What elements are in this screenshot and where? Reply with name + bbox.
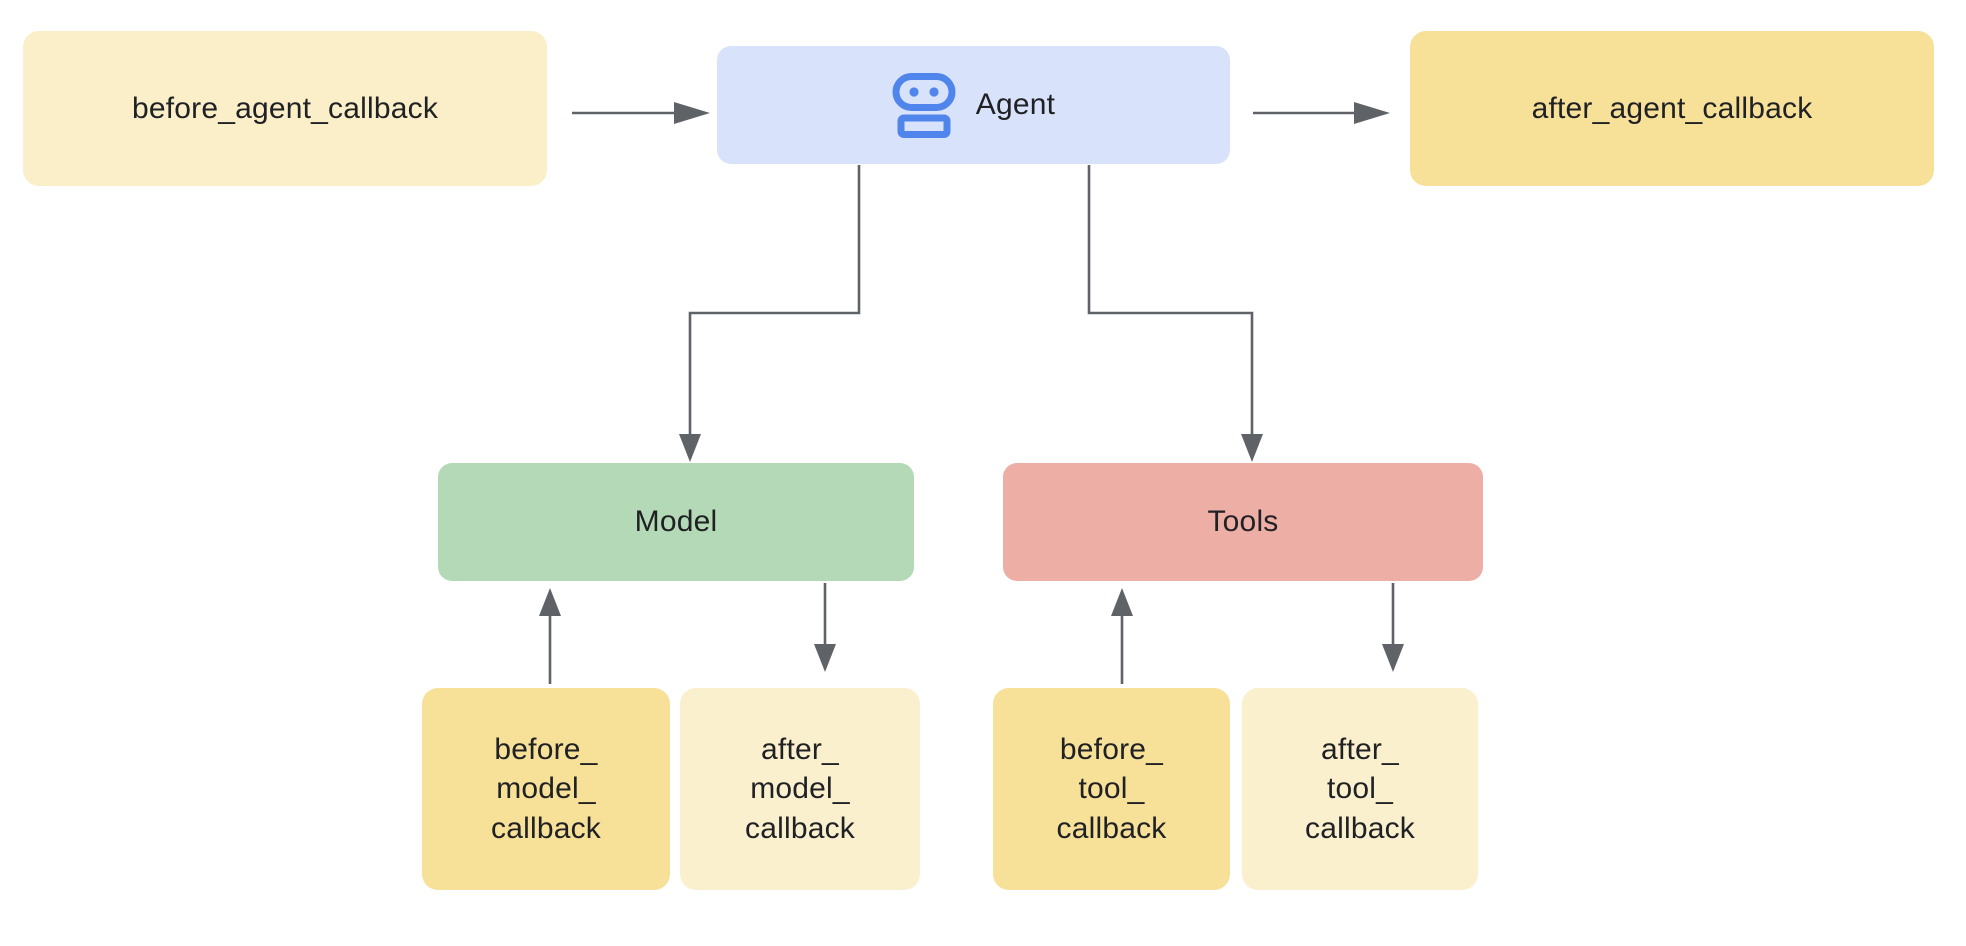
node-after-agent-callback: after_agent_callback	[1410, 31, 1934, 186]
robot-icon	[892, 73, 956, 138]
edge-arrowhead	[1111, 588, 1133, 616]
node-after-model-callback: after_ model_ callback	[680, 688, 920, 890]
node-before-agent-callback: before_agent_callback	[23, 31, 547, 186]
node-before-tool-callback: before_ tool_ callback	[993, 688, 1230, 890]
edge-agent-to-tools	[1087, 165, 1263, 462]
agent-content: Agent	[892, 72, 1055, 138]
edge-arrowhead	[679, 434, 701, 462]
edge-model-to-after-model	[814, 583, 836, 672]
node-label: Agent	[975, 88, 1056, 122]
node-label: before_agent_callback	[131, 91, 439, 125]
node-before-model-callback: before_ model_ callback	[422, 688, 670, 890]
node-tools: Tools	[1003, 463, 1483, 581]
edge-arrowhead	[814, 644, 836, 672]
edge-arrowhead	[674, 102, 710, 124]
edge-before-agent-to-agent	[572, 102, 710, 124]
node-label: Tools	[1207, 505, 1279, 539]
node-label: before_ model_ callback	[491, 732, 601, 845]
edge-arrowhead	[539, 588, 561, 616]
node-model: Model	[438, 463, 914, 581]
node-label: after_ model_ callback	[745, 732, 855, 845]
edge-line	[688, 165, 861, 437]
node-agent: Agent	[717, 46, 1230, 164]
edge-line	[1087, 165, 1254, 437]
edge-tools-to-after-tool	[1382, 583, 1404, 672]
node-label: before_ tool_ callback	[1056, 732, 1167, 845]
edge-arrowhead	[1354, 102, 1390, 124]
edge-arrowhead	[1241, 434, 1263, 462]
node-label: Model	[634, 505, 718, 539]
node-label: after_ tool_ callback	[1305, 732, 1415, 845]
edge-before-tool-to-tools	[1111, 588, 1133, 684]
edge-before-model-to-model	[539, 588, 561, 684]
node-label: after_agent_callback	[1531, 91, 1813, 125]
edge-agent-to-after-agent	[1253, 102, 1390, 124]
edge-agent-to-model	[679, 165, 861, 462]
node-after-tool-callback: after_ tool_ callback	[1242, 688, 1478, 890]
edge-arrowhead	[1382, 644, 1404, 672]
